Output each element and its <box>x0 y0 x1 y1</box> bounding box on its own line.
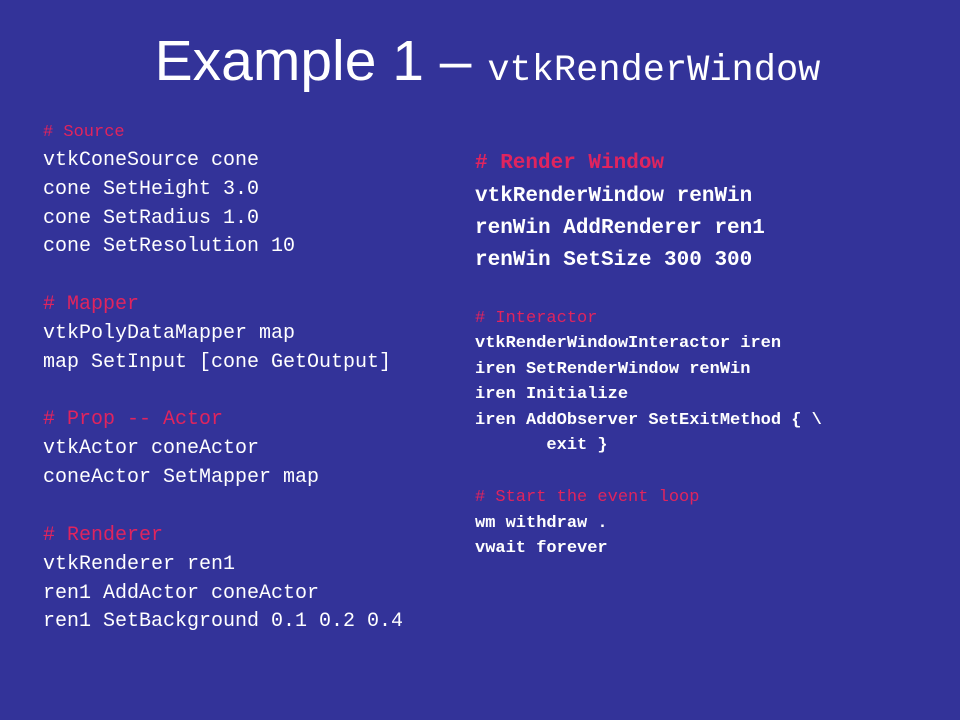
code-line: vwait forever <box>475 539 608 558</box>
code-line: exit } <box>475 436 608 455</box>
prop-comment: # Prop -- Actor <box>43 408 224 431</box>
interactor-code-block: # Interactor vtkRenderWindowInteractor i… <box>475 0 822 558</box>
render-window-code-block: # Render Window vtkRenderWindow renWin r… <box>475 0 765 272</box>
code-line: ren1 SetBackground 0.1 0.2 0.4 <box>43 610 404 633</box>
renderer-comment: # Renderer <box>43 524 164 547</box>
code-line: map SetInput [cone GetOutput] <box>43 351 392 374</box>
interactor-comment: # Interactor <box>475 309 598 328</box>
code-line: renWin SetSize 300 300 <box>475 249 753 272</box>
code-line: cone SetRadius 1.0 <box>43 207 260 230</box>
code-line: iren AddObserver SetExitMethod { \ <box>475 411 822 430</box>
code-line: vtkRenderWindow renWin <box>475 185 753 208</box>
code-line: vtkRenderer ren1 <box>43 553 236 576</box>
code-line: iren SetRenderWindow renWin <box>475 360 751 379</box>
code-line: cone SetResolution 10 <box>43 235 296 258</box>
source-comment: # Source <box>43 123 125 142</box>
slide-title: Example 1 – vtkRenderWindow <box>0 28 960 94</box>
code-line: coneActor SetMapper map <box>43 466 320 489</box>
code-line: vtkConeSource cone <box>43 149 260 172</box>
code-line: cone SetHeight 3.0 <box>43 178 260 201</box>
code-line: vtkActor coneActor <box>43 437 260 460</box>
code-line: vtkPolyDataMapper map <box>43 322 296 345</box>
render-window-comment: # Render Window <box>475 152 665 175</box>
code-line: renWin AddRenderer ren1 <box>475 217 765 240</box>
code-line: vtkRenderWindowInteractor iren <box>475 334 782 353</box>
code-line: iren Initialize <box>475 385 629 404</box>
left-code-panel: # Source vtkConeSource cone cone SetHeig… <box>43 0 403 633</box>
code-line: wm withdraw . <box>475 514 608 533</box>
mapper-comment: # Mapper <box>43 293 140 316</box>
code-line: ren1 AddActor coneActor <box>43 582 320 605</box>
event-loop-comment: # Start the event loop <box>475 488 700 507</box>
title-main-text: Example 1 – <box>154 29 488 93</box>
title-code-text: vtkRenderWindow <box>487 50 821 92</box>
